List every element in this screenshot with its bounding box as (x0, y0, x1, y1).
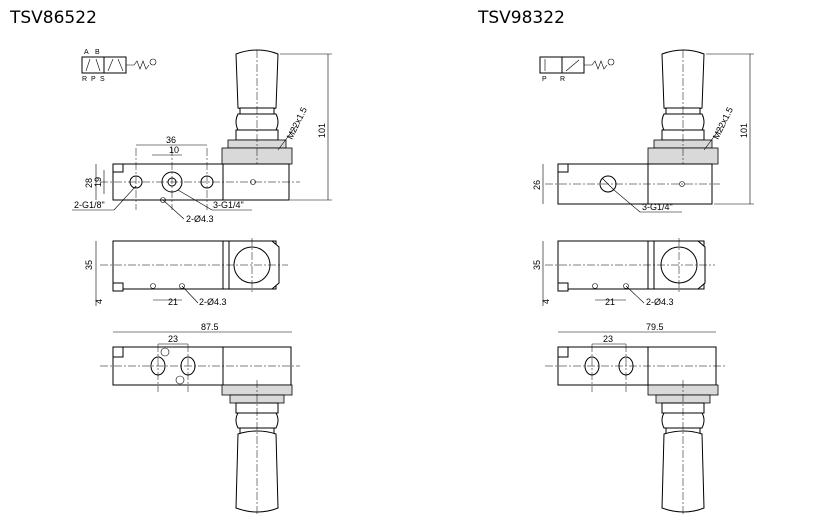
right-dim-35: 35 (532, 260, 542, 270)
left-dim-35: 35 (84, 260, 94, 270)
right-dim-len: 79.5 (646, 322, 664, 332)
right-dim-23: 23 (603, 334, 613, 344)
left-drawing: A B R P S (72, 49, 332, 515)
left-dim-thread: M22x1.5 (285, 105, 309, 140)
left-port-b: B (95, 49, 100, 56)
left-dim-36: 36 (166, 135, 176, 145)
right-dim-height: 101 (739, 123, 749, 138)
right-body-front (545, 344, 725, 392)
right-handle-top (647, 49, 719, 202)
right-port-p: P (542, 76, 547, 83)
left-dim-10: 10 (169, 145, 179, 155)
left-dim-hole2: 2-Ø4.3 (199, 297, 227, 307)
left-dim-21: 21 (168, 297, 178, 307)
left-valve-symbol: A B R P S (81, 49, 157, 83)
left-dim-port-big: 3-G1/4" (213, 200, 244, 210)
left-dim-height: 101 (317, 123, 327, 138)
left-handle-top (221, 49, 293, 196)
title-right: TSV98322 (478, 8, 565, 28)
left-port-p: P (91, 76, 96, 83)
left-body-front (100, 344, 300, 392)
left-body-side (100, 238, 288, 292)
left-dim-len: 87.5 (201, 322, 219, 332)
right-port-r: R (560, 76, 565, 83)
left-dim-23: 23 (168, 334, 178, 344)
left-dim-19: 19 (93, 177, 103, 187)
right-valve-symbol: P R (539, 56, 615, 83)
left-dim-4: 4 (94, 299, 104, 304)
left-dim-hole1: 2-Ø4.3 (186, 214, 214, 224)
right-drawing: P R 26 101 M22x1.5 (532, 49, 754, 515)
left-dim-port-small: 2-G1/8" (74, 200, 105, 210)
left-port-s: S (100, 76, 105, 83)
right-dim-26: 26 (532, 180, 542, 190)
left-port-a: A (84, 49, 89, 56)
right-dim-port-big: 3-G1/4" (642, 202, 673, 212)
right-dim-hole2: 2-Ø4.3 (646, 297, 674, 307)
title-left: TSV86522 (10, 8, 97, 28)
left-port-r: R (82, 76, 87, 83)
left-body-top (100, 148, 300, 210)
right-dim-thread: M22x1.5 (711, 105, 735, 140)
right-dim-4: 4 (541, 299, 551, 304)
left-handle-front (221, 380, 293, 515)
right-dim-21: 21 (605, 297, 615, 307)
right-body-top (545, 163, 720, 205)
right-body-side (545, 238, 715, 292)
right-handle-front (647, 380, 719, 515)
left-dim-28: 28 (84, 178, 94, 188)
